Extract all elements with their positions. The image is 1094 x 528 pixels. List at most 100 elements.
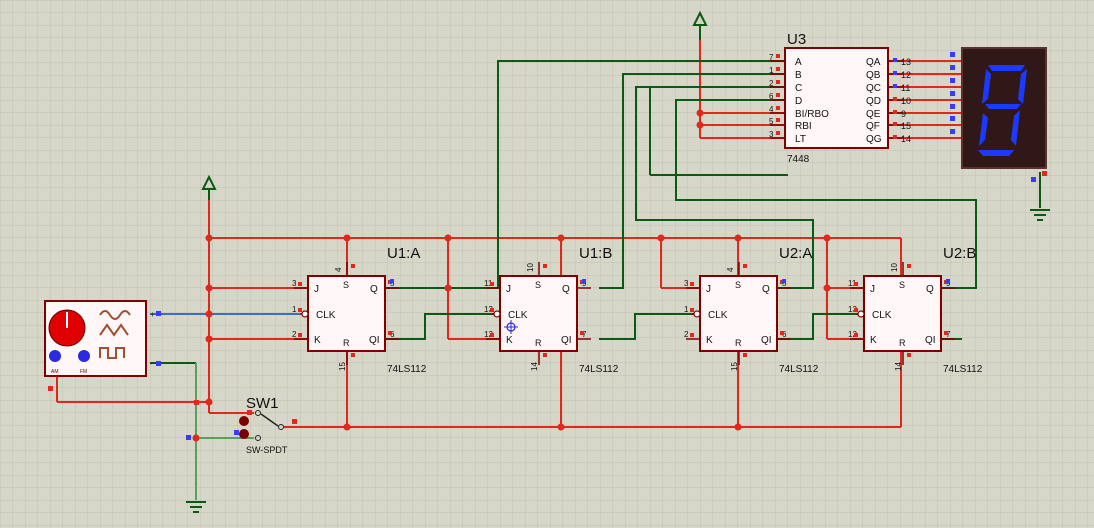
- ground-icon[interactable]: [186, 501, 206, 513]
- decoder-type-label: 7448: [787, 154, 810, 165]
- pin-label-qi: QI: [369, 335, 380, 346]
- ground-icon[interactable]: [1030, 209, 1050, 221]
- pin-number-k: 2: [684, 330, 689, 339]
- flipflop-type-label: 74LS112: [387, 364, 427, 375]
- pin-number-q: 5: [782, 279, 787, 288]
- pin-number-qi: 7: [582, 330, 587, 339]
- pin-label-k: K: [706, 335, 713, 346]
- pin-number-k: 12: [848, 330, 857, 339]
- decoder-output-label: QE: [866, 109, 881, 120]
- fm-label: FM: [80, 369, 87, 375]
- flipflop-layer: JCLKKSRQQI31256415U1:A74LS112JCLKKSRQQI1…: [292, 245, 983, 375]
- signal-wires[interactable]: [150, 60, 1041, 364]
- switch-ref-label: SW1: [246, 395, 279, 412]
- decoder-input-pin: 3: [769, 130, 774, 139]
- flipflop-type-label: 74LS112: [943, 364, 983, 375]
- crosshair-cursor-icon: [504, 320, 518, 334]
- decoder-output-label: QG: [866, 134, 882, 145]
- pin-label-j: J: [706, 284, 711, 295]
- pin-number-s: 10: [526, 263, 535, 272]
- pin-number-s: 4: [726, 267, 735, 272]
- junctions: [192, 109, 831, 442]
- pin-number-s: 10: [890, 263, 899, 272]
- am-knob[interactable]: [49, 350, 61, 362]
- pin-number-r: 15: [338, 362, 347, 371]
- decoder-input-label: B: [795, 70, 802, 81]
- decoder-output-label: QC: [866, 83, 881, 94]
- pin-label-r: R: [343, 338, 350, 348]
- decoder-output-pin: 15: [901, 121, 911, 131]
- spdt-switch-icon[interactable]: [239, 410, 284, 441]
- pin-label-q: Q: [370, 284, 378, 295]
- pin-label-s: S: [343, 280, 349, 290]
- pin-label-r: R: [735, 338, 742, 348]
- switch-type-label: SW-SPDT: [246, 445, 288, 455]
- decoder-output-pin: 12: [901, 70, 911, 80]
- power-arrow-icon[interactable]: [692, 10, 708, 40]
- pin-number-q: 5: [390, 279, 395, 288]
- decoder-output-pin: 13: [901, 57, 911, 67]
- pin-number-clk: 1: [684, 305, 689, 314]
- pin-number-qi: 7: [946, 330, 951, 339]
- pin-label-r: R: [535, 338, 542, 348]
- flipflop-ref-label: U2:B: [943, 245, 976, 262]
- pin-number-clk: 13: [484, 305, 493, 314]
- generator-minus-terminal: -: [150, 359, 153, 368]
- seven-segment-display-icon[interactable]: [961, 47, 1047, 169]
- pin-label-clk: CLK: [508, 310, 528, 321]
- pin-label-s: S: [899, 280, 905, 290]
- pin-label-qi: QI: [761, 335, 772, 346]
- waveform-icon: [99, 310, 131, 359]
- pin-number-j: 3: [684, 279, 689, 288]
- pin-label-j: J: [870, 284, 875, 295]
- decoder-input-label: C: [795, 83, 802, 94]
- decoder-output-pin: 10: [901, 96, 911, 106]
- pin-label-q: Q: [562, 284, 570, 295]
- pin-number-q: 9: [582, 279, 587, 288]
- pin-number-r: 14: [530, 362, 539, 371]
- pin-number-r: 15: [730, 362, 739, 371]
- flipflop-ref-label: U1:A: [387, 245, 420, 262]
- pin-label-k: K: [314, 335, 321, 346]
- power-arrow-icon[interactable]: [201, 174, 217, 200]
- decoder-input-label: RBI: [795, 121, 812, 132]
- pin-label-s: S: [535, 280, 541, 290]
- decoder-input-label: D: [795, 96, 802, 107]
- decoder-output-label: QD: [866, 96, 881, 107]
- fm-knob[interactable]: [78, 350, 90, 362]
- decoder-input-pin: 1: [769, 66, 774, 75]
- decoder-output-pin: 14: [901, 134, 911, 144]
- pin-label-qi: QI: [561, 335, 572, 346]
- pin-number-j: 11: [484, 279, 493, 288]
- pin-number-q: 9: [946, 279, 951, 288]
- pin-label-r: R: [899, 338, 906, 348]
- pin-number-clk: 13: [848, 305, 857, 314]
- display-pin-markers: [48, 52, 1047, 440]
- pin-label-clk: CLK: [872, 310, 892, 321]
- display-segments: [978, 65, 1027, 156]
- flipflop-ref-label: U1:B: [579, 245, 612, 262]
- function-generator-icon[interactable]: AM FM + -: [44, 300, 155, 377]
- decoder-input-label: A: [795, 57, 802, 68]
- decoder-input-pin: 5: [769, 117, 774, 126]
- pin-label-j: J: [506, 284, 511, 295]
- pin-number-k: 12: [484, 330, 493, 339]
- pin-number-s: 4: [334, 267, 343, 272]
- decoder-ref-label: U3: [787, 31, 806, 48]
- pin-number-j: 11: [848, 279, 857, 288]
- decoder-input-pin: 4: [769, 105, 774, 114]
- decoder-output-label: QF: [866, 121, 880, 132]
- decoder-output-pin: 9: [901, 109, 906, 119]
- flipflop-type-label: 74LS112: [779, 364, 819, 375]
- pin-label-s: S: [735, 280, 741, 290]
- decoder-input-label: BI/RBO: [795, 109, 829, 120]
- pin-label-clk: CLK: [708, 310, 728, 321]
- decoder-output-pin: 11: [901, 83, 910, 93]
- pin-number-qi: 6: [782, 330, 787, 339]
